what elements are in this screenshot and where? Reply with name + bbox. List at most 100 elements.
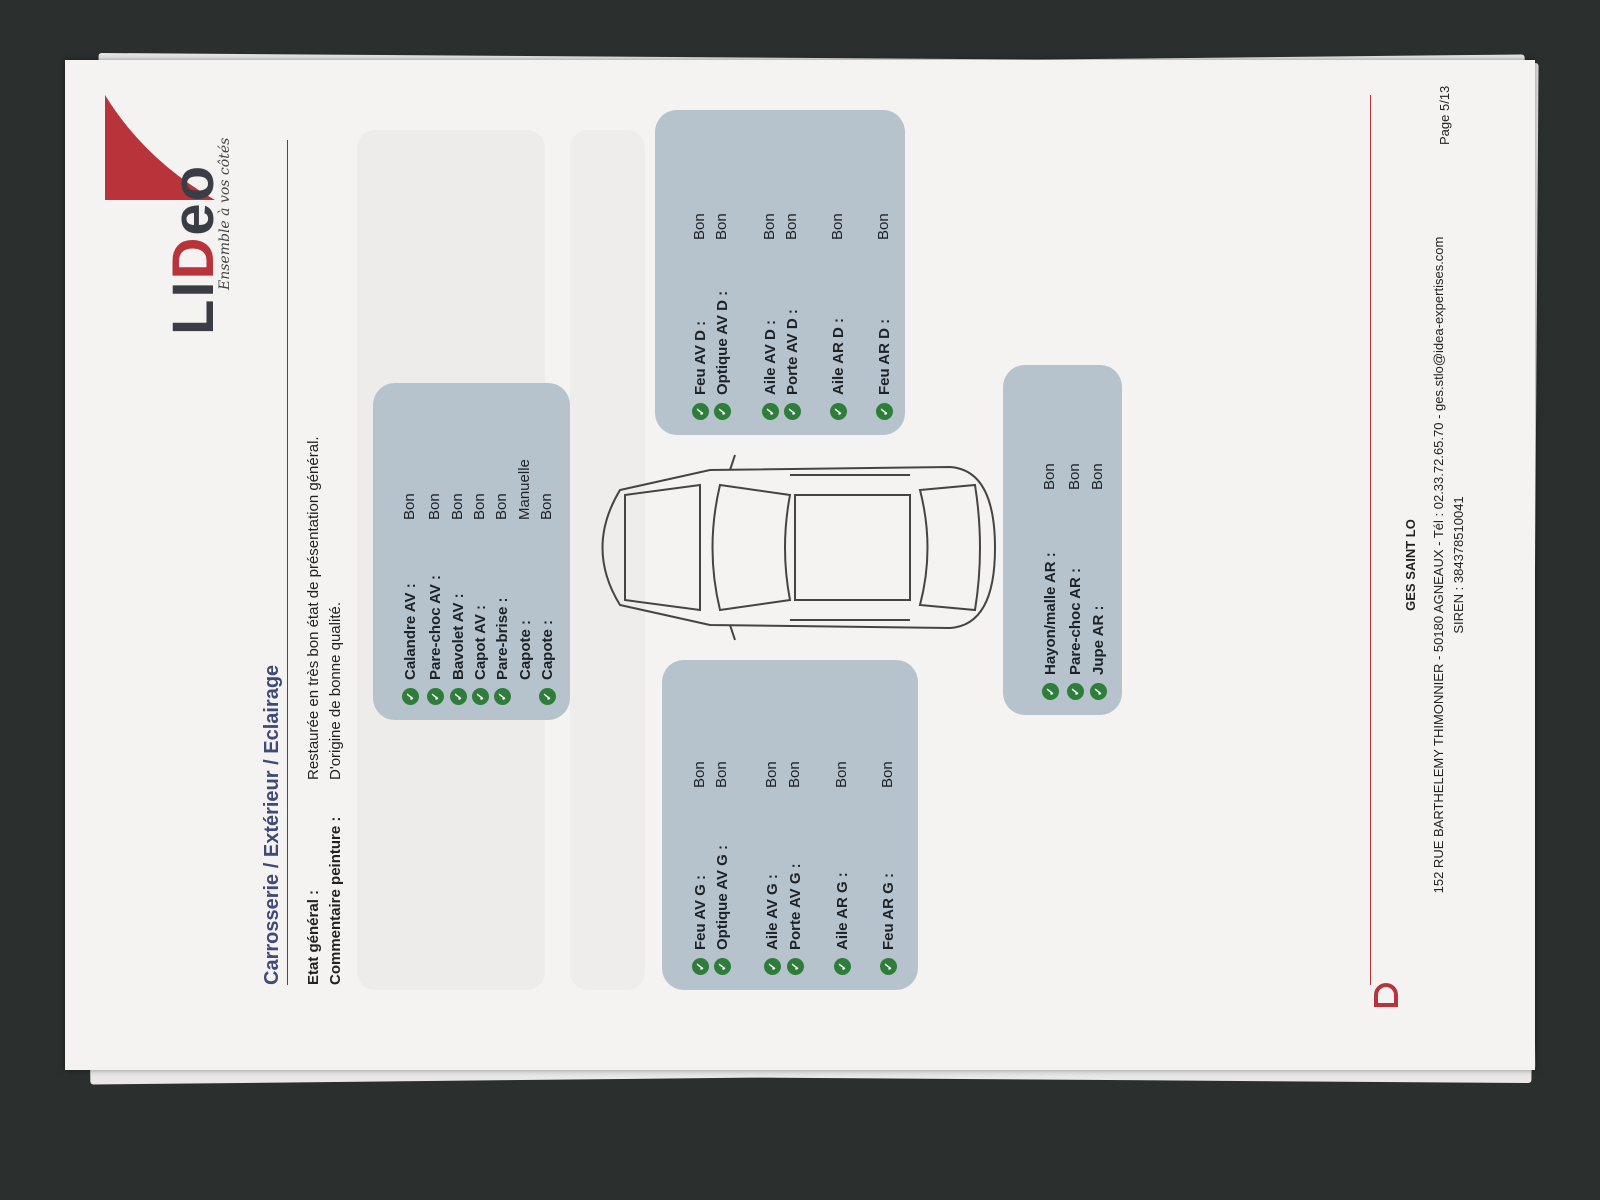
- panel-row: ✓ Pare-choc AR :: [1065, 568, 1085, 700]
- row-value: Bon: [691, 213, 708, 240]
- check-icon: ✓: [713, 958, 731, 975]
- check-icon: ✓: [1041, 683, 1059, 700]
- row-value: Bon: [426, 493, 443, 520]
- row-value: Bon: [401, 493, 418, 520]
- car-diagram: [601, 454, 997, 641]
- row-label: Feu AV G :: [691, 875, 709, 950]
- panel-row: ✓ Capote :: [537, 620, 557, 705]
- logo-tagline: Ensemble à vos côtés: [217, 137, 233, 290]
- check-icon: ✓: [761, 403, 779, 420]
- row-value: Bon: [875, 213, 892, 240]
- panel-row: ✓ Hayon/malle AR :: [1040, 552, 1060, 700]
- page-number: Page 5/13: [1437, 85, 1452, 145]
- check-icon: ✓: [1066, 683, 1084, 700]
- row-value: Bon: [449, 493, 466, 520]
- row-value: Manuelle: [516, 459, 533, 520]
- check-icon: ✓: [879, 958, 897, 975]
- check-icon: ✓: [538, 688, 556, 705]
- section-title: Carrosserie / Extérieur / Eclairage: [261, 664, 283, 985]
- check-icon: ✓: [471, 688, 489, 705]
- row-value: Bon: [833, 761, 850, 788]
- check-icon: ✓: [401, 688, 419, 705]
- row-value: Bon: [691, 761, 708, 788]
- row-label: Hayon/malle AR :: [1041, 552, 1059, 675]
- row-label: Feu AV D :: [691, 320, 709, 395]
- check-icon: ✓: [763, 958, 781, 975]
- row-label: Optique AV G :: [713, 845, 731, 950]
- check-icon: ✓: [1089, 683, 1107, 700]
- check-icon: ✓: [426, 688, 444, 705]
- row-value: Bon: [1066, 463, 1083, 490]
- row-value: Bon: [493, 493, 510, 520]
- row-value: Bon: [713, 761, 730, 788]
- row-value: Bon: [1089, 463, 1106, 490]
- row-value: Bon: [829, 213, 846, 240]
- panel-row: ✓Aile AV D :: [760, 320, 780, 420]
- divider: [287, 140, 288, 985]
- footer-address: 152 RUE BARTHELEMY THIMONNIER - 50180 AG…: [1431, 236, 1446, 894]
- row-label: Feu AR G :: [879, 873, 897, 950]
- check-icon: ✓: [713, 403, 731, 420]
- panel-row: ✓ Jupe AR :: [1088, 606, 1108, 700]
- row-label: Capote :: [538, 620, 556, 680]
- check-icon: ✓: [833, 958, 851, 975]
- row-value: Bon: [879, 761, 896, 788]
- row-value: Bon: [538, 493, 555, 520]
- row-label: Feu AR D :: [875, 318, 893, 395]
- row-label: Aile AV G :: [763, 874, 781, 950]
- check-icon: ✓: [783, 403, 801, 420]
- panel-row: ✓ Feu AV G :: [690, 875, 710, 975]
- panel-row: ✓ Feu AR G :: [878, 873, 898, 975]
- panel-row: ✓ Optique AV G :: [712, 845, 732, 975]
- panel-row: Capote :: [515, 620, 535, 705]
- row-value: Bon: [713, 213, 730, 240]
- check-icon: ✓: [829, 403, 847, 420]
- panel-row: ✓ Aile AR G :: [832, 872, 852, 975]
- summary-value: Restaurée en très bon état de présentati…: [305, 436, 322, 780]
- panel-row: ✓ Optique AV D :: [712, 291, 732, 420]
- row-label: Pare-choc AR :: [1066, 568, 1084, 675]
- row-label: Calandre AV :: [401, 583, 419, 680]
- footer-company: GES SAINT LO: [1403, 519, 1418, 611]
- panel-row: ✓ Feu AR D :: [874, 319, 894, 420]
- row-label: Porte AV D :: [783, 309, 801, 395]
- row-label: Capote :: [516, 620, 534, 680]
- panel-row: ✓ Pare-brise :: [492, 597, 512, 705]
- check-icon: ✓: [449, 688, 467, 705]
- panel-row: ✓ Calandre AV :: [400, 583, 420, 705]
- footer-siren: SIREN : 384378510041: [1451, 496, 1466, 634]
- row-value: Bon: [786, 761, 803, 788]
- report-page: LIDeo Ensemble à vos côtés Carrosserie /…: [65, 60, 1535, 1070]
- row-value: Bon: [783, 213, 800, 240]
- summary-label: Etat général :: [305, 889, 322, 985]
- panel-row: ✓ Aile AV G :: [762, 874, 782, 975]
- row-label: Jupe AR :: [1089, 605, 1107, 675]
- check-icon: ✓: [691, 958, 709, 975]
- row-label: Pare-choc AV :: [426, 574, 444, 680]
- panel-row: ✓ Aile AR D :: [828, 318, 848, 420]
- row-label: Aile AR G :: [833, 872, 851, 950]
- row-label: Capot AV :: [471, 605, 489, 680]
- panel-row: ✓ Porte AV G :: [785, 863, 805, 975]
- check-icon: ✓: [691, 403, 709, 420]
- check-icon: ✓: [493, 688, 511, 705]
- row-label: Optique AV D :: [713, 290, 731, 395]
- row-label: Bavolet AV :: [449, 593, 467, 680]
- row-label: Porte AV G :: [786, 863, 804, 950]
- check-icon: ✓: [786, 958, 804, 975]
- panel-row: ✓ Feu AV D :: [690, 321, 710, 420]
- row-label: Pare-brise :: [493, 597, 511, 680]
- row-value: Bon: [761, 213, 778, 240]
- panel-row: ✓ Capot AV :: [470, 605, 490, 705]
- row-value: Bon: [471, 493, 488, 520]
- row-value: Bon: [763, 761, 780, 788]
- footer-logo-icon: [1374, 983, 1398, 1007]
- panel-row: ✓ Porte AV D :: [782, 309, 802, 420]
- check-icon: ✓: [875, 403, 893, 420]
- row-label: Aile AR D :: [829, 318, 847, 395]
- panel-row: ✓ Bavolet AV :: [448, 593, 468, 705]
- summary-value: D'origine de bonne qualité.: [327, 602, 344, 780]
- panel-row: ✓ Pare-choc AV :: [425, 575, 445, 705]
- logo-triangle: [105, 95, 215, 200]
- summary-label: Commentaire peinture :: [327, 816, 344, 985]
